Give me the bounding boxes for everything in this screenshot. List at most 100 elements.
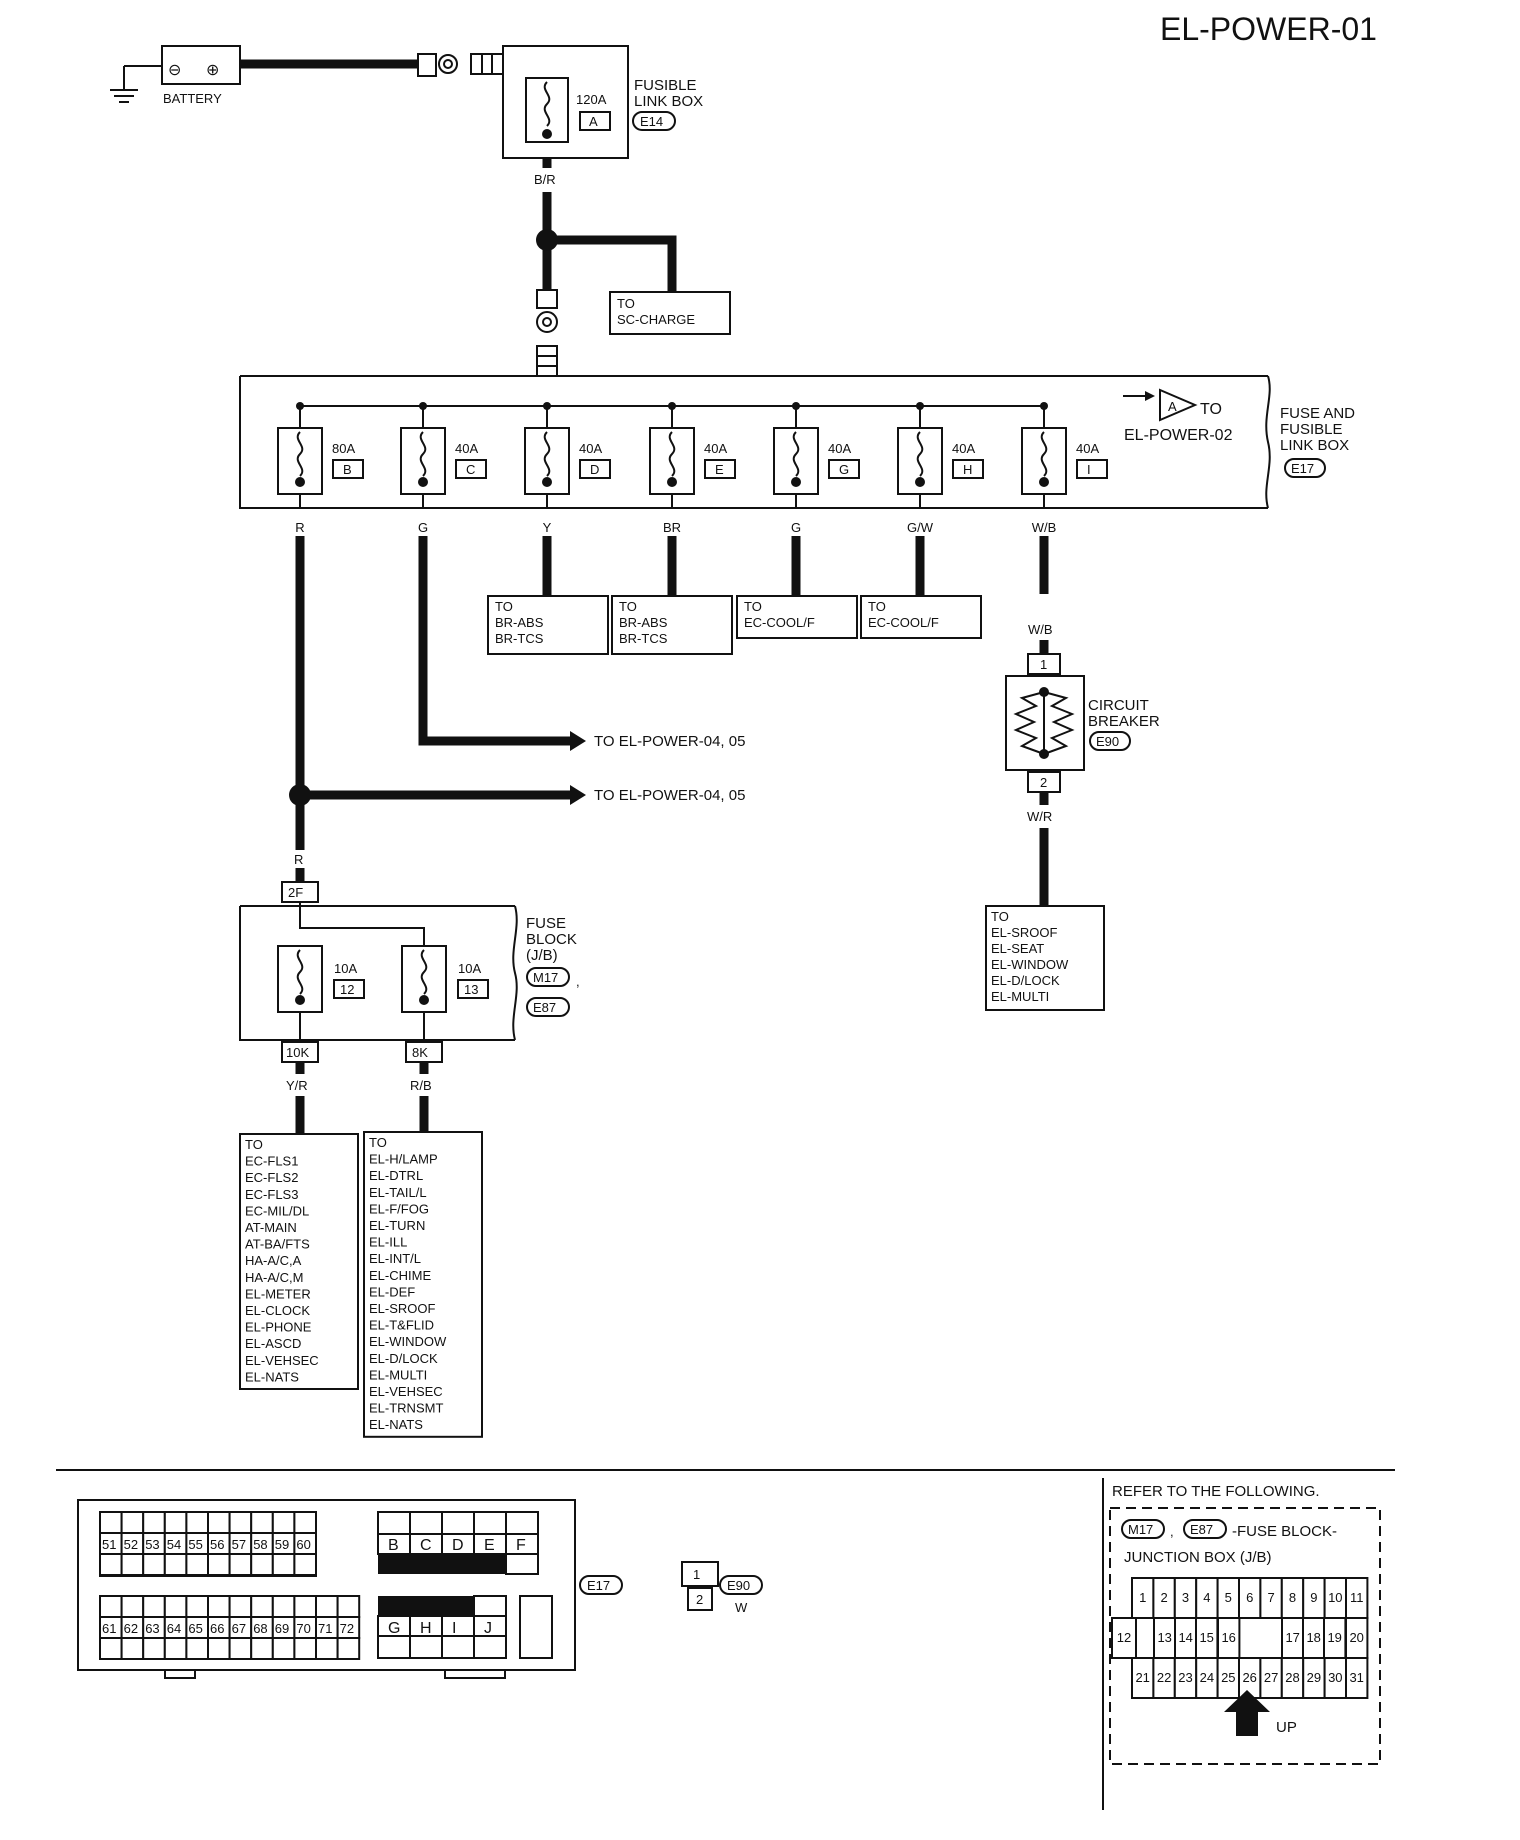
dest-line: EL-WINDOW	[369, 1334, 447, 1349]
dest-line: EL-CLOCK	[245, 1303, 310, 1318]
jb-pin: 29	[1307, 1670, 1321, 1685]
dest-line: EC-FLS3	[245, 1187, 298, 1202]
dest-line: AT-BA/FTS	[245, 1237, 310, 1252]
dest-line: EL-TAIL/L	[369, 1185, 427, 1200]
jb-pin: 13	[1157, 1630, 1171, 1645]
connector-e14: E14	[640, 114, 663, 129]
arrow-a-label: A	[1168, 399, 1177, 414]
cb-label-2: BREAKER	[1088, 713, 1160, 730]
e17-pin: 56	[210, 1537, 224, 1552]
dest-line: EL-DEF	[369, 1284, 415, 1299]
fb-label-2: BLOCK	[526, 931, 577, 948]
e17-pin: 61	[102, 1621, 116, 1636]
wire-color-b-r: B/R	[534, 172, 556, 187]
arrow-el-power-04-05-1: TO EL-POWER-04, 05	[594, 733, 745, 750]
svg-text:BR-ABS: BR-ABS	[495, 615, 544, 630]
jb-pin: 27	[1264, 1670, 1278, 1685]
fuse-I-id: I	[1087, 462, 1091, 477]
fuse-B-icon	[296, 431, 304, 477]
fusible-link-box: 120A A FUSIBLE LINK BOX E14	[502, 45, 703, 159]
dest-line: EL-SROOF	[369, 1301, 436, 1316]
ffl-box-label-2: FUSIBLE	[1280, 421, 1343, 438]
svg-text:10A: 10A	[334, 961, 357, 976]
sc-charge-box: TO SC-CHARGE	[609, 291, 731, 335]
fuse-H-id: H	[963, 462, 972, 477]
fusible-link-box-label-1: FUSIBLE	[634, 77, 697, 94]
dest-box-br-abs-2: TO BR-ABS BR-TCS	[611, 595, 733, 655]
e17-pin: 70	[296, 1621, 310, 1636]
e17-pin: 65	[188, 1621, 202, 1636]
dest-line: EL-NATS	[369, 1417, 423, 1432]
fb-wire-in: R	[294, 852, 303, 867]
battery-label: BATTERY	[163, 91, 222, 106]
dest-line: EC-FLS2	[245, 1170, 298, 1185]
jb-pin: 25	[1221, 1670, 1235, 1685]
fuse-B-id: B	[343, 462, 352, 477]
fuse-D-icon	[543, 431, 551, 477]
jb-pin: 21	[1135, 1670, 1149, 1685]
dest-line: EL-F/FOG	[369, 1201, 429, 1216]
jb-pin: 14	[1178, 1630, 1192, 1645]
jb-pin: 19	[1327, 1630, 1341, 1645]
cb-label-1: CIRCUIT	[1088, 697, 1149, 714]
svg-text:12: 12	[340, 982, 354, 997]
refer-desc-1: -FUSE BLOCK-	[1232, 1523, 1337, 1540]
jb-pin: 24	[1200, 1670, 1214, 1685]
ffl-box-label-1: FUSE AND	[1280, 405, 1355, 422]
svg-text:TO: TO	[744, 599, 762, 614]
fuse-icon	[543, 81, 551, 127]
dest-line: EL-METER	[245, 1286, 311, 1301]
jb-pin: 22	[1157, 1670, 1171, 1685]
fb-label-1: FUSE	[526, 915, 566, 932]
wire-color-5: G/W	[907, 520, 934, 535]
dest-line: EL-DTRL	[369, 1168, 423, 1183]
fuse-I-amp: 40A	[1076, 441, 1099, 456]
jb-pin: 16	[1221, 1630, 1235, 1645]
up-arrow-icon	[1224, 1690, 1270, 1736]
sc-charge-line-1: TO	[617, 296, 635, 311]
up-label: UP	[1276, 1719, 1297, 1736]
wire-color-3: BR	[663, 520, 681, 535]
dest-line: AT-MAIN	[245, 1220, 297, 1235]
jb-pin: 26	[1242, 1670, 1256, 1685]
svg-text:1: 1	[1040, 657, 1047, 672]
dest-line: EL-VEHSEC	[245, 1353, 319, 1368]
e90-connector-label: E90	[727, 1578, 750, 1593]
svg-text:,: ,	[576, 974, 580, 989]
svg-text:10K: 10K	[286, 1045, 309, 1060]
e17-pin-letter: F	[516, 1537, 526, 1554]
jb-pin: 30	[1328, 1670, 1342, 1685]
fuse-D-amp: 40A	[579, 441, 602, 456]
refer-desc-2: JUNCTION BOX (J/B)	[1124, 1549, 1272, 1566]
dest-box-br-abs-1: TO BR-ABS BR-TCS	[487, 595, 609, 655]
fuse-C-id: C	[466, 462, 475, 477]
dest-line: EL-INT/L	[369, 1251, 421, 1266]
svg-text:2: 2	[1040, 775, 1047, 790]
jb-pin: 12	[1117, 1630, 1131, 1645]
cb-wire-out: W/R	[1027, 809, 1052, 824]
refer-title: REFER TO THE FOLLOWING.	[1112, 1483, 1320, 1500]
wire-color-1: G	[418, 520, 428, 535]
dest-line: TO	[369, 1135, 387, 1150]
e17-pin: 72	[340, 1621, 354, 1636]
jb-pin: 3	[1182, 1590, 1189, 1605]
svg-text:EL-WINDOW: EL-WINDOW	[991, 957, 1069, 972]
e17-pin-letter: J	[484, 1620, 492, 1637]
e17-pin: 60	[296, 1537, 310, 1552]
e17-pin-letter: E	[484, 1537, 495, 1554]
dest-line: EL-T&FLID	[369, 1318, 434, 1333]
dest-line: EL-H/LAMP	[369, 1152, 438, 1167]
dest-line: EL-VEHSEC	[369, 1384, 443, 1399]
fuse-a-id: A	[589, 114, 598, 129]
jb-pin: 17	[1285, 1630, 1299, 1645]
e17-pin: 67	[232, 1621, 246, 1636]
connector-e17: E17	[1291, 461, 1314, 476]
fuse-block: R 2F 10A 12 10A 13 FUSE BLOCK (J/B) M17 …	[239, 852, 580, 1134]
jb-pin: 9	[1310, 1590, 1317, 1605]
e17-pin: 64	[167, 1621, 181, 1636]
dest-line: EC-MIL/DL	[245, 1203, 309, 1218]
wire-color-6: W/B	[1032, 520, 1057, 535]
svg-text:TO: TO	[868, 599, 886, 614]
jb-pin: 31	[1349, 1670, 1363, 1685]
refer-panel: REFER TO THE FOLLOWING. M17 , E87 -FUSE …	[1109, 1483, 1381, 1765]
